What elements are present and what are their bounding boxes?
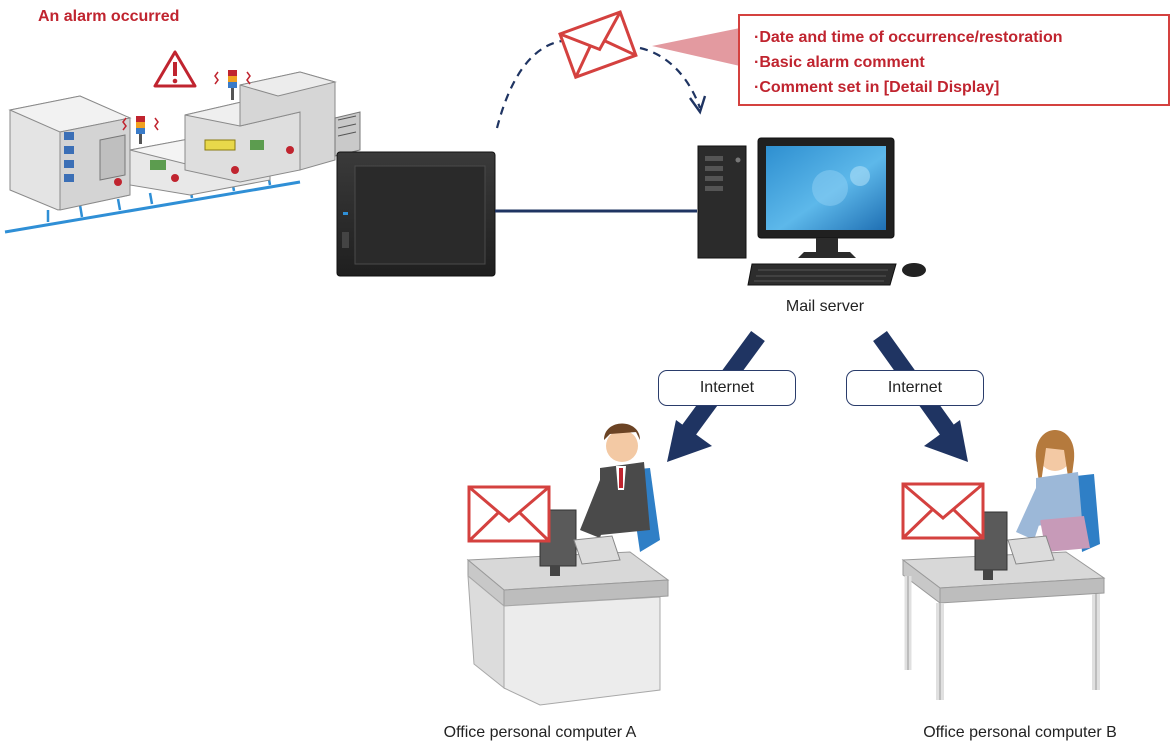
hmi-terminal bbox=[336, 151, 496, 277]
mail-send-path bbox=[495, 38, 702, 129]
office-pc-a-illustration bbox=[466, 423, 670, 706]
signal-tower-icon bbox=[122, 116, 159, 144]
internet-link-b-head bbox=[924, 420, 968, 462]
mail-icon bbox=[901, 482, 985, 540]
mail-icon bbox=[467, 485, 551, 543]
mail-icon bbox=[558, 10, 638, 80]
office-pc-a-label: Office personal computer A bbox=[443, 724, 637, 741]
signal-tower-icon bbox=[214, 70, 251, 100]
callout-pointer bbox=[652, 28, 740, 66]
alarm-title: An alarm occurred bbox=[38, 8, 180, 25]
mail-send-arrow-head bbox=[689, 95, 707, 115]
office-pc-b-illustration bbox=[901, 430, 1106, 700]
internet-badge-right: Internet bbox=[846, 370, 984, 406]
mail-server-label: Mail server bbox=[785, 298, 865, 315]
internet-badge-left: Internet bbox=[658, 370, 796, 406]
production-line-illustration bbox=[4, 71, 361, 234]
callout-item: ·Date and time of occurrence/restoration bbox=[754, 29, 1063, 46]
mail-server-computer bbox=[697, 137, 926, 286]
warning-icon bbox=[153, 50, 197, 88]
office-pc-b-label: Office personal computer B bbox=[923, 724, 1117, 741]
callout-item: ·Basic alarm comment bbox=[754, 54, 925, 71]
internet-link-a-head bbox=[667, 420, 712, 462]
callout-item: ·Comment set in [Detail Display] bbox=[754, 79, 1000, 96]
notification-callout: ·Date and time of occurrence/restoration… bbox=[738, 14, 1170, 106]
